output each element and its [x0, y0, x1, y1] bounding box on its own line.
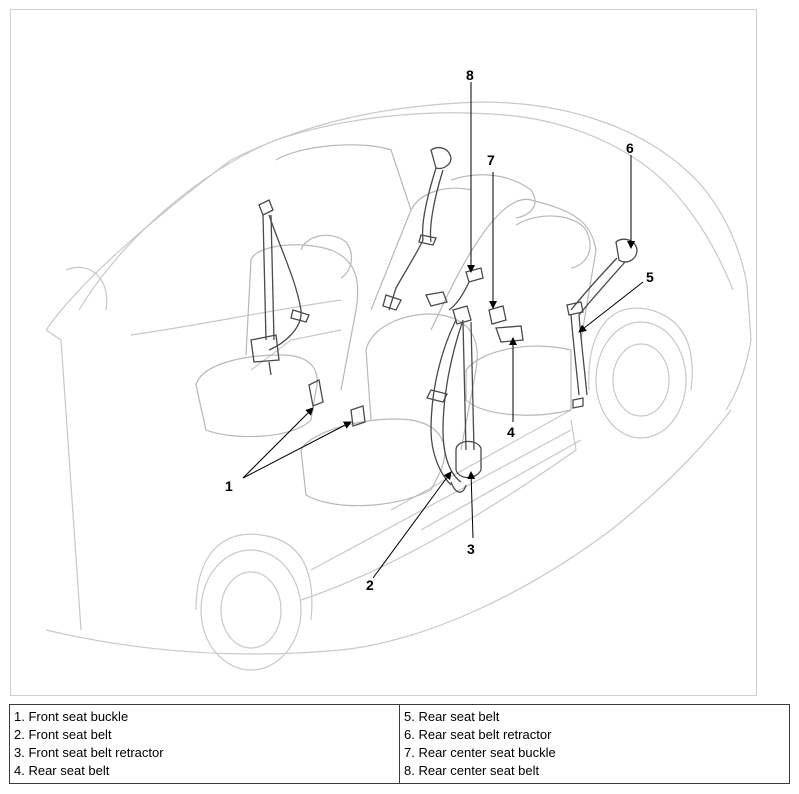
car-interior-illustration	[45, 82, 752, 671]
legend-item-front-seat-belt-retractor: 3. Front seat belt retractor	[14, 745, 164, 760]
callout-8: 8	[466, 67, 474, 83]
car-body-outline	[45, 101, 752, 671]
callout-2: 2	[366, 577, 374, 593]
callout-leaders	[242, 82, 644, 579]
legend-table: 1. Front seat buckle 2. Front seat belt …	[9, 704, 790, 784]
legend-row: 1. Front seat buckle 2. Front seat belt …	[9, 704, 790, 784]
legend-item-rear-seat-belt-5: 5. Rear seat belt	[404, 709, 500, 724]
callout-3: 3	[467, 541, 475, 557]
callout-5: 5	[646, 269, 654, 285]
legend-column-left: 1. Front seat buckle 2. Front seat belt …	[9, 704, 400, 784]
left-front-anchor	[258, 199, 274, 216]
legend-item-rear-seat-belt-4: 4. Rear seat belt	[14, 763, 110, 778]
callout-4: 4	[507, 424, 515, 440]
legend-column-right: 5. Rear seat belt 6. Rear seat belt retr…	[399, 704, 790, 784]
legend-item-rear-center-seat-buckle: 7. Rear center seat buckle	[404, 745, 556, 760]
legend-item-front-seat-belt: 2. Front seat belt	[14, 727, 112, 742]
legend-item-front-seat-buckle: 1. Front seat buckle	[14, 709, 129, 724]
seat-belts	[250, 147, 638, 493]
legend-item-rear-center-seat-belt: 8. Rear center seat belt	[404, 763, 540, 778]
seat-belt-diagram: 1 2 3 4 5 6 7 8	[10, 9, 757, 696]
seats-outline	[195, 144, 597, 507]
callout-6: 6	[626, 140, 634, 156]
legend-item-rear-seat-belt-retractor: 6. Rear seat belt retractor	[404, 727, 552, 742]
callout-1: 1	[225, 478, 233, 494]
callout-7: 7	[487, 152, 495, 168]
